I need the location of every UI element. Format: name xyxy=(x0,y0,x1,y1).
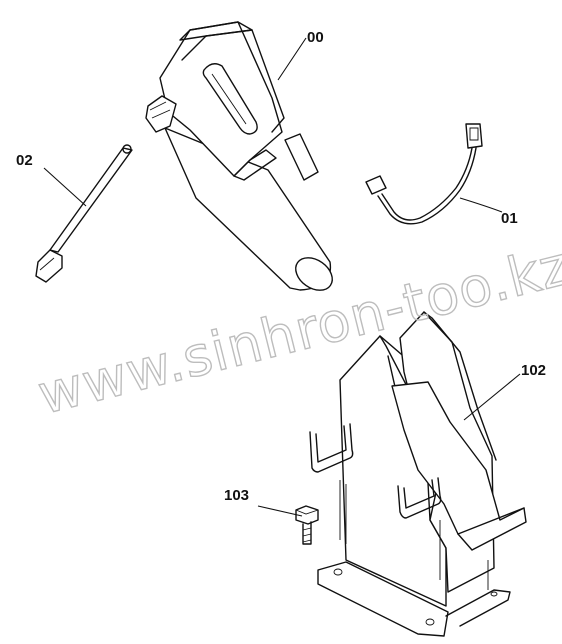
part-02-rod[interactable] xyxy=(35,144,133,283)
label-part-102: 102 xyxy=(521,362,546,379)
part-00-actuator[interactable] xyxy=(145,21,338,297)
part-103-bolt[interactable] xyxy=(295,505,319,545)
part-01-harness[interactable] xyxy=(365,123,483,225)
leader-lines xyxy=(43,37,521,517)
label-part-103: 103 xyxy=(224,487,249,504)
label-part-01: 01 xyxy=(501,210,518,227)
label-part-02: 02 xyxy=(16,152,33,169)
part-102-bracket[interactable] xyxy=(309,311,527,637)
label-part-00: 00 xyxy=(307,29,324,46)
